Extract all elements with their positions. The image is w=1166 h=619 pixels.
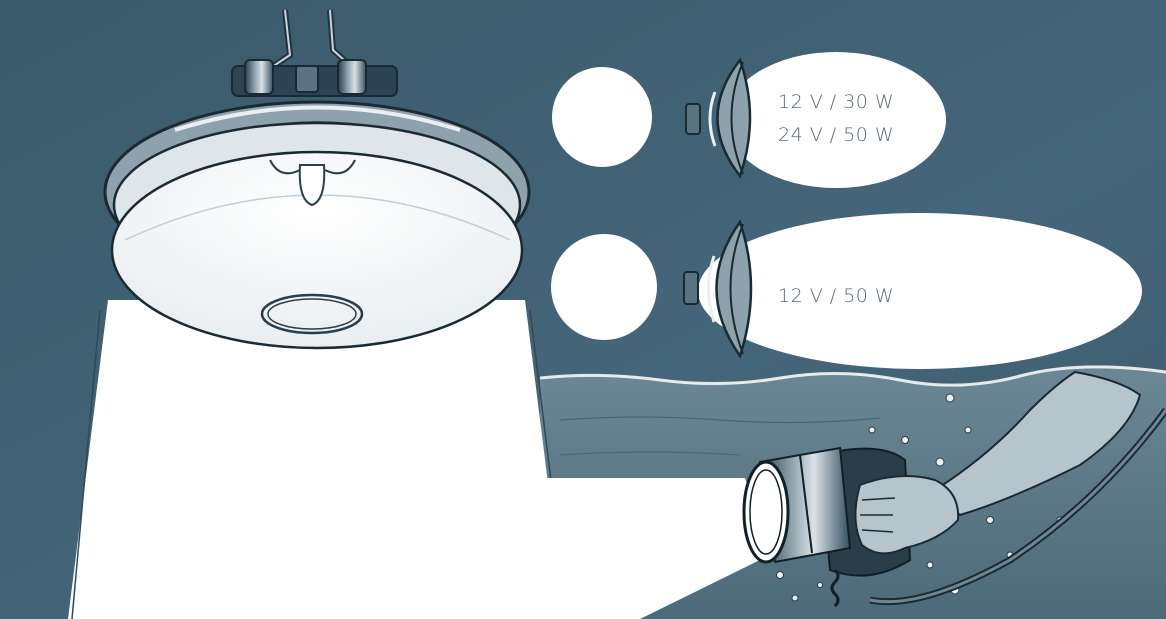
- lamp-small-rating-1: 12 V / 30 W: [778, 87, 894, 117]
- lamp-small-rating-2: 24 V / 50 W: [778, 120, 894, 150]
- lamp-large-rating: 12 V / 50 W: [778, 281, 894, 311]
